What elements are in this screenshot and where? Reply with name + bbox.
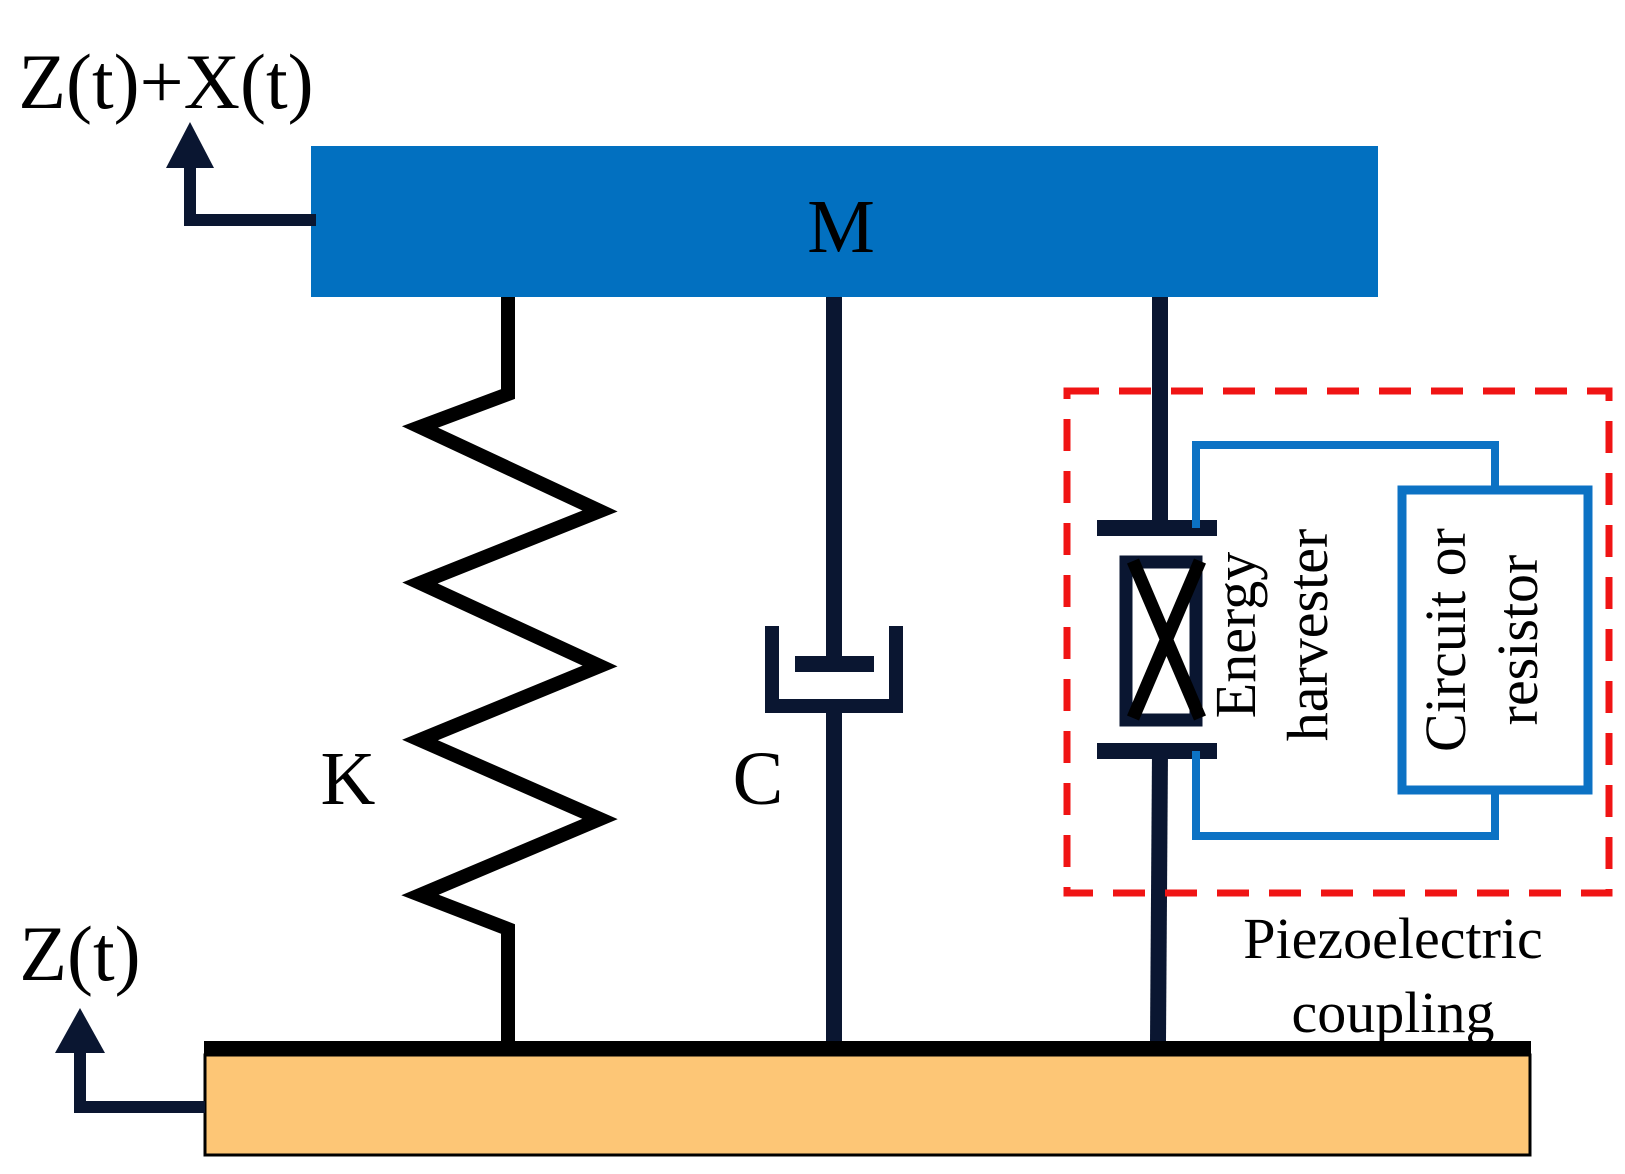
coupling-label-line1: Piezoelectric bbox=[1243, 906, 1543, 971]
harvester-element bbox=[1119, 555, 1206, 727]
mass-label: M bbox=[807, 185, 875, 269]
circuit-label-line1: Circuit or bbox=[1413, 528, 1478, 752]
mass-block bbox=[311, 146, 1378, 297]
base-block bbox=[203, 1053, 1532, 1157]
circuit-or-resistor-box bbox=[1397, 485, 1593, 795]
top-displacement-label: Z(t)+X(t) bbox=[18, 38, 313, 125]
harvester-label-line1: Energy bbox=[1203, 552, 1268, 718]
base-displacement-label: Z(t) bbox=[19, 910, 140, 997]
base-displacement-arrow bbox=[55, 1008, 205, 1113]
circuit-label-line2: resistor bbox=[1485, 555, 1550, 726]
spring-k bbox=[401, 297, 618, 1041]
harvester-label-line2: harvester bbox=[1275, 529, 1340, 742]
damping-label: C bbox=[733, 737, 784, 821]
base-top-bar bbox=[204, 1041, 1531, 1056]
top-displacement-arrow bbox=[166, 122, 316, 226]
coupling-label-line2: coupling bbox=[1292, 980, 1495, 1045]
damper-c bbox=[765, 297, 903, 1041]
stiffness-label: K bbox=[321, 737, 376, 821]
piezoelectric-coupling-box bbox=[1063, 387, 1613, 897]
harvester-rod bbox=[1150, 297, 1168, 1042]
circuit-wires bbox=[1192, 441, 1499, 840]
